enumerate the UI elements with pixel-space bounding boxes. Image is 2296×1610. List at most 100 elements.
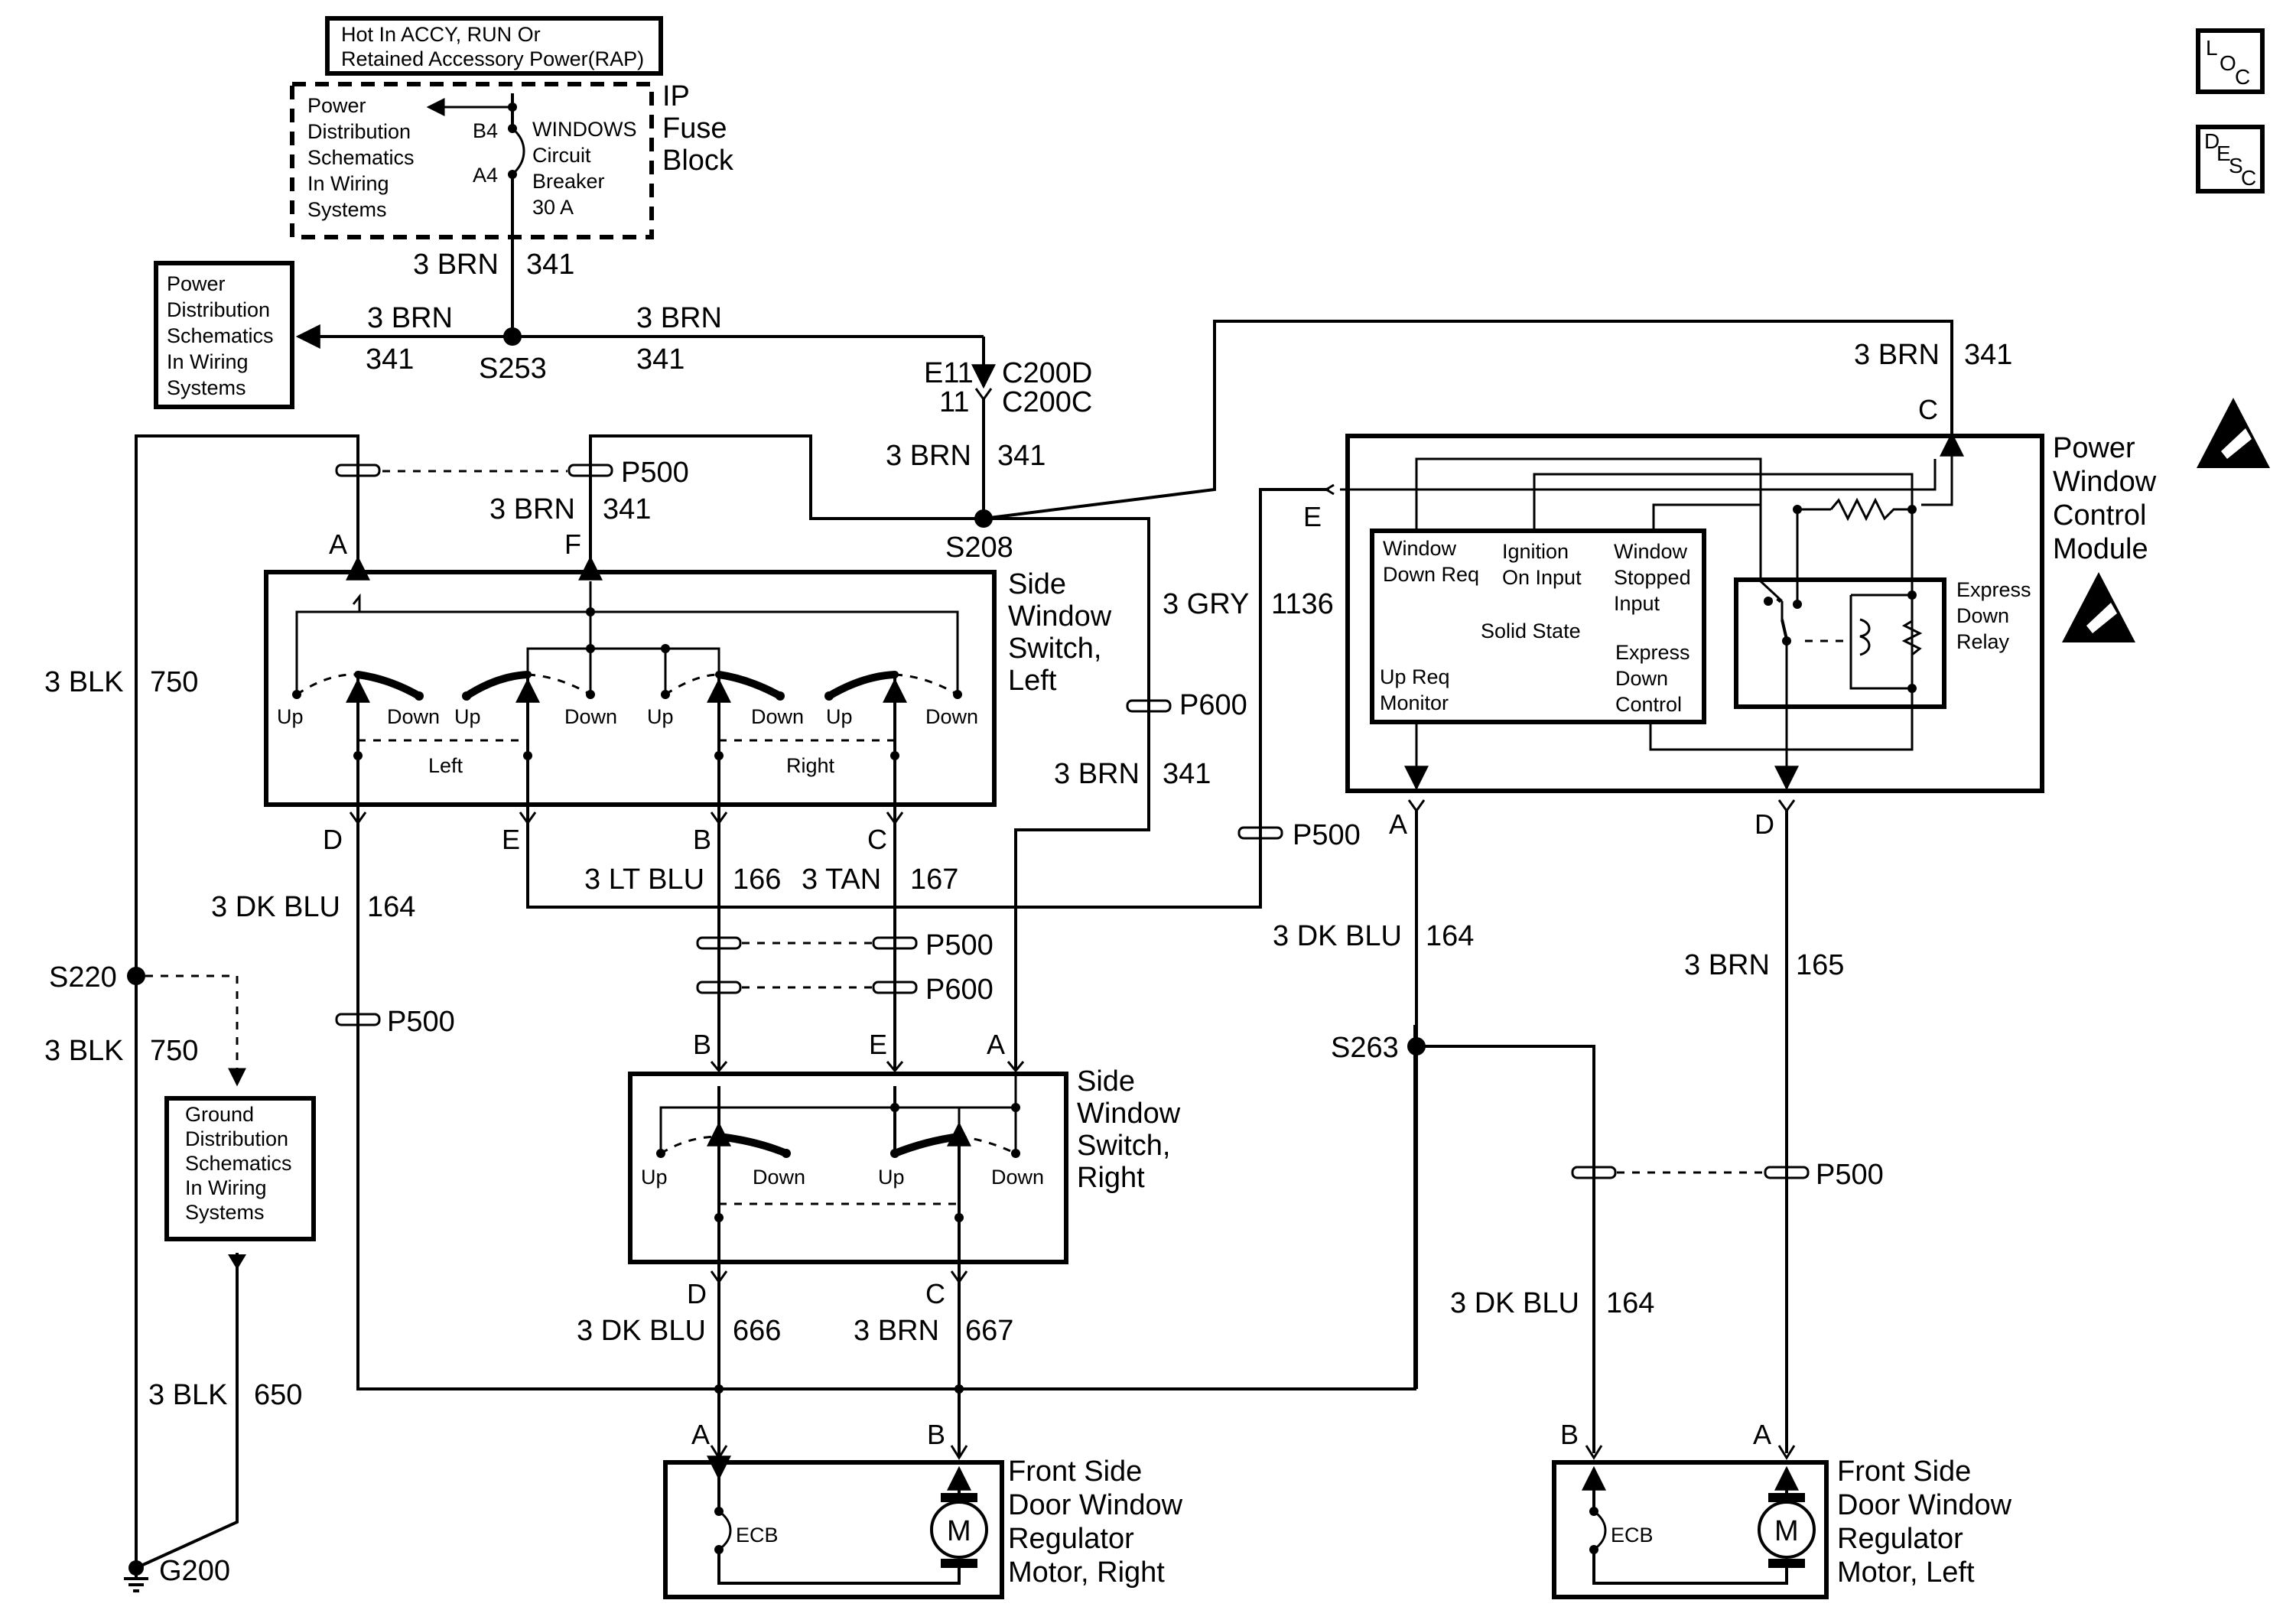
svg-text:B: B — [693, 1029, 711, 1060]
svg-text:3 BLK: 3 BLK — [148, 1379, 228, 1411]
svg-text:Window: Window — [1614, 540, 1688, 563]
svg-text:Right: Right — [786, 754, 835, 777]
svg-text:Down: Down — [753, 1166, 805, 1189]
svg-text:C200C: C200C — [1002, 386, 1092, 418]
splice-s208: S208 — [945, 532, 1013, 564]
svg-text:165: 165 — [1796, 949, 1844, 981]
connector-p600-mid: P600 — [696, 974, 994, 1006]
svg-text:E11: E11 — [924, 357, 974, 389]
svg-text:Down: Down — [387, 705, 440, 728]
svg-text:Up Req: Up Req — [1380, 665, 1450, 688]
svg-text:3 LT BLU: 3 LT BLU — [584, 864, 704, 896]
desc-badge[interactable]: D E S C — [2196, 125, 2265, 194]
loc-badge[interactable]: L O C — [2196, 28, 2265, 94]
svg-text:3 BRN: 3 BRN — [489, 493, 575, 525]
esd-warning-icon — [2197, 398, 2270, 468]
svg-text:Power: Power — [2053, 432, 2135, 464]
relay-coil-icon — [1859, 618, 1871, 656]
svg-text:Monitor: Monitor — [1380, 691, 1449, 714]
svg-text:IP: IP — [662, 80, 690, 112]
svg-text:P500: P500 — [925, 929, 994, 961]
svg-text:A: A — [329, 529, 347, 560]
ground-g200: G200 — [159, 1555, 230, 1587]
power-note-box: Hot In ACCY, RUN Or Retained Accessory P… — [325, 16, 663, 76]
power-window-control-module: Window Down Req Ignition On Input Window… — [1340, 428, 2157, 793]
svg-text:Power: Power — [167, 272, 226, 295]
svg-text:Down: Down — [1615, 667, 1668, 690]
svg-text:1136: 1136 — [1271, 588, 1334, 620]
svg-text:A: A — [691, 1419, 710, 1450]
svg-text:Down: Down — [751, 705, 804, 728]
svg-text:Door Window: Door Window — [1008, 1489, 1183, 1521]
side-window-switch-right: Up Down Up Down Side Window Switch, Righ… — [628, 1065, 1181, 1264]
svg-text:ECB: ECB — [1611, 1524, 1654, 1547]
svg-text:Window: Window — [1383, 537, 1457, 560]
ip-fuse-block: Power Distribution Schematics In Wiring … — [290, 80, 734, 337]
power-note-line-1: Hot In ACCY, RUN Or — [341, 23, 541, 46]
splice-s220-dot — [127, 967, 145, 985]
connector-p500-mid: P500 — [696, 929, 994, 961]
svg-text:30 A: 30 A — [532, 196, 574, 219]
svg-text:341: 341 — [366, 343, 414, 376]
svg-text:Down: Down — [564, 705, 617, 728]
connector-p500-top: P500 — [335, 457, 689, 489]
svg-text:341: 341 — [1964, 339, 2012, 371]
svg-text:Schematics: Schematics — [167, 324, 274, 347]
motor-icon — [1758, 1501, 1816, 1559]
door-window-motor-right: M ECB Front Side Door Window Regulator M… — [663, 1456, 1183, 1599]
svg-text:Down: Down — [925, 705, 978, 728]
svg-text:3 BRN: 3 BRN — [886, 440, 971, 472]
svg-text:Switch,: Switch, — [1008, 633, 1101, 665]
svg-text:E: E — [2216, 141, 2231, 165]
svg-text:166: 166 — [733, 864, 781, 896]
svg-text:3 DK BLU: 3 DK BLU — [211, 891, 340, 923]
svg-text:C200D: C200D — [1002, 357, 1092, 389]
svg-text:Up: Up — [277, 705, 304, 728]
svg-text:750: 750 — [150, 666, 198, 698]
svg-text:In Wiring: In Wiring — [167, 350, 249, 373]
side-window-switch-left: A F — [264, 529, 1112, 807]
svg-text:Front Side: Front Side — [1837, 1456, 1971, 1488]
svg-text:Distribution: Distribution — [185, 1127, 288, 1150]
connector-p500-right: P500 — [1571, 1159, 1884, 1191]
svg-text:3 BRN: 3 BRN — [854, 1315, 939, 1347]
svg-text:Up: Up — [647, 705, 674, 728]
svg-text:Front Side: Front Side — [1008, 1456, 1142, 1488]
svg-text:B4: B4 — [473, 119, 498, 142]
svg-text:P500: P500 — [1816, 1159, 1884, 1191]
ecb-icon — [718, 1510, 732, 1551]
svg-text:341: 341 — [636, 343, 685, 376]
svg-text:Regulator: Regulator — [1837, 1523, 1963, 1555]
svg-text:Up: Up — [878, 1166, 905, 1189]
svg-text:M: M — [1774, 1515, 1799, 1547]
svg-text:E: E — [1303, 501, 1322, 532]
svg-text:WINDOWS: WINDOWS — [532, 118, 636, 141]
svg-text:P500: P500 — [1293, 819, 1361, 851]
ground-dist-box: Ground Distribution Schematics In Wiring… — [164, 1096, 316, 1241]
svg-text:Input: Input — [1614, 592, 1660, 615]
svg-text:3 DK BLU: 3 DK BLU — [1450, 1287, 1579, 1319]
svg-text:164: 164 — [1606, 1287, 1654, 1319]
svg-text:In Wiring: In Wiring — [307, 172, 389, 195]
svg-text:Window: Window — [1008, 600, 1112, 633]
svg-text:A: A — [1389, 808, 1407, 840]
svg-text:C: C — [1918, 394, 1938, 425]
svg-text:C: C — [925, 1278, 945, 1309]
esd-warning-icon — [2062, 572, 2135, 642]
svg-text:Power: Power — [307, 94, 366, 117]
svg-text:C: C — [867, 824, 887, 855]
svg-text:On Input: On Input — [1502, 566, 1582, 589]
svg-text:Fuse: Fuse — [662, 112, 727, 145]
svg-text:L: L — [2206, 36, 2218, 60]
svg-text:Distribution: Distribution — [167, 298, 270, 321]
svg-text:Schematics: Schematics — [185, 1152, 292, 1175]
svg-text:Distribution: Distribution — [307, 120, 411, 143]
svg-text:Systems: Systems — [307, 198, 387, 221]
svg-text:3 DK BLU: 3 DK BLU — [577, 1315, 706, 1347]
svg-text:Up: Up — [641, 1166, 668, 1189]
svg-text:Control: Control — [2053, 499, 2147, 532]
svg-text:Ignition: Ignition — [1502, 540, 1569, 563]
svg-text:P600: P600 — [925, 974, 994, 1006]
svg-text:B: B — [1560, 1419, 1579, 1450]
svg-text:Up: Up — [826, 705, 853, 728]
